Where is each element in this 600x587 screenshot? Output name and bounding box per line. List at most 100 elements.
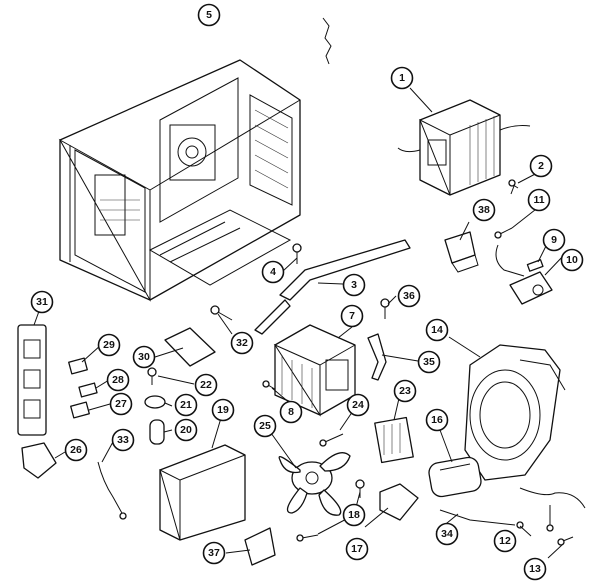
screw-part-36 [380, 298, 390, 319]
svg-text:1: 1 [399, 72, 405, 84]
screw-part-22 [147, 367, 157, 385]
screw-part-13 [557, 536, 574, 546]
wire-harness-part-12 [519, 487, 586, 532]
svg-text:33: 33 [117, 434, 129, 446]
callout-30: 30 [132, 345, 156, 369]
svg-text:10: 10 [566, 254, 578, 266]
callout-29: 29 [97, 333, 121, 357]
svg-text:19: 19 [217, 404, 229, 416]
callout-3: 3 [342, 273, 366, 297]
svg-text:32: 32 [236, 337, 248, 349]
svg-text:3: 3 [351, 279, 357, 291]
callout-37: 37 [202, 541, 226, 565]
wire-harness-part-34 [439, 509, 524, 529]
svg-text:5: 5 [206, 9, 212, 21]
leader-lines [33, 87, 565, 559]
svg-text:16: 16 [431, 414, 443, 426]
svg-text:22: 22 [200, 379, 212, 391]
svg-text:28: 28 [112, 374, 124, 386]
callout-1: 1 [390, 66, 414, 90]
switch-part-27 [70, 401, 90, 419]
fan-motor-part [374, 416, 414, 464]
svg-text:30: 30 [138, 351, 150, 363]
svg-text:7: 7 [349, 310, 355, 322]
callout-32: 32 [230, 331, 254, 355]
bracket-part-30 [164, 327, 216, 367]
svg-text:20: 20 [180, 424, 192, 436]
screw-part-11 [494, 227, 513, 239]
callout-20: 20 [174, 418, 198, 442]
callout-34: 34 [435, 522, 459, 546]
svg-text:17: 17 [351, 543, 363, 555]
svg-text:18: 18 [348, 509, 360, 521]
fan-blade-part [278, 452, 351, 516]
lamp-bulb-part-20 [149, 419, 165, 445]
callout-26: 26 [64, 438, 88, 462]
callout-28: 28 [106, 368, 130, 392]
fuse-part-9 [495, 244, 544, 277]
svg-text:9: 9 [551, 234, 557, 246]
svg-text:11: 11 [533, 194, 544, 206]
switch-assembly-part-31 [17, 324, 47, 436]
svg-text:12: 12 [499, 535, 511, 547]
callout-35: 35 [417, 350, 441, 374]
svg-text:23: 23 [399, 385, 411, 397]
svg-text:14: 14 [431, 324, 443, 336]
bracket-part-26 [21, 442, 57, 479]
svg-text:35: 35 [423, 356, 435, 368]
callout-4: 4 [261, 260, 285, 284]
screw-part-4 [292, 243, 302, 264]
svg-text:29: 29 [103, 339, 115, 351]
callout-18: 18 [342, 503, 366, 527]
screw-part-32 [210, 305, 233, 321]
callout-14: 14 [425, 318, 449, 342]
switch-part-29 [68, 357, 88, 375]
svg-text:25: 25 [259, 420, 271, 432]
screw-icon-top [322, 17, 332, 65]
switch-part-28 [78, 382, 98, 398]
bracket-part-35 [367, 333, 387, 381]
svg-text:21: 21 [180, 399, 192, 411]
callout-5: 5 [197, 3, 221, 27]
bracket-part-37 [244, 527, 276, 566]
svg-text:37: 37 [208, 547, 220, 559]
mount-bracket-part-3 [254, 239, 411, 335]
callout-2: 2 [529, 154, 553, 178]
cover-plate-part [159, 444, 246, 541]
wire-part-33 [97, 461, 127, 520]
svg-text:31: 31 [36, 296, 48, 308]
screw-part-24 [319, 433, 344, 447]
svg-text:26: 26 [70, 444, 82, 456]
callout-31: 31 [30, 290, 54, 314]
svg-text:36: 36 [403, 290, 415, 302]
callout-13: 13 [523, 557, 547, 581]
callout-10: 10 [560, 248, 584, 272]
callout-16: 16 [425, 408, 449, 432]
transformer-part [397, 99, 531, 196]
callout-24: 24 [346, 393, 370, 417]
callout-17: 17 [345, 537, 369, 561]
screw-part-18 [296, 479, 365, 542]
fuse-holder-part-10 [509, 271, 553, 305]
callout-27: 27 [109, 392, 133, 416]
callout-19: 19 [211, 398, 235, 422]
screw-part-2 [508, 179, 519, 195]
callout-11: 11 [527, 188, 551, 212]
svg-text:13: 13 [529, 563, 541, 575]
fan-duct-part [464, 344, 566, 481]
capacitor-part [428, 456, 482, 498]
callout-33: 33 [111, 428, 135, 452]
callout-23: 23 [393, 379, 417, 403]
svg-text:34: 34 [441, 528, 453, 540]
callout-22: 22 [194, 373, 218, 397]
callout-25: 25 [253, 414, 277, 438]
callout-9: 9 [542, 228, 566, 252]
callout-36: 36 [397, 284, 421, 308]
callout-7: 7 [340, 304, 364, 328]
svg-text:24: 24 [352, 399, 364, 411]
svg-text:8: 8 [288, 406, 294, 418]
cabinet-chassis [58, 59, 301, 302]
callout-21: 21 [174, 393, 198, 417]
